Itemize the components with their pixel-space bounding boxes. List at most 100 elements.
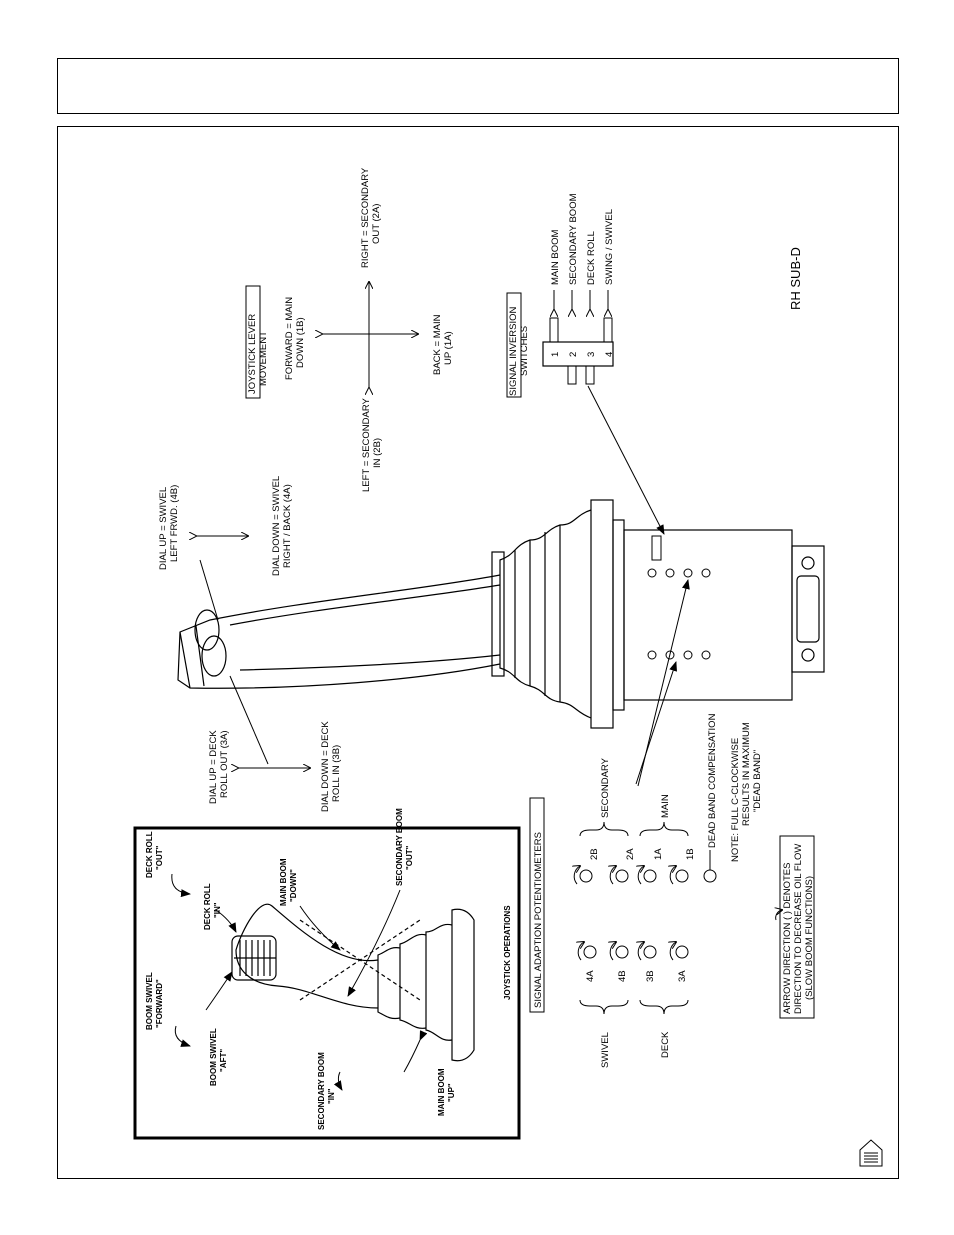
inset-frame bbox=[133, 826, 521, 1140]
svg-text:RESULTS IN MAXIMUM: RESULTS IN MAXIMUM bbox=[741, 722, 752, 826]
svg-text:OUT (2A): OUT (2A) bbox=[371, 204, 382, 244]
svg-text:JOYSTICK LEVER: JOYSTICK LEVER bbox=[247, 314, 258, 394]
right-pot-braces bbox=[579, 821, 689, 837]
svg-text:"FORWARD": "FORWARD" bbox=[155, 979, 164, 1028]
svg-text:DECK ROLL: DECK ROLL bbox=[145, 831, 154, 878]
inversion-title: SIGNAL INVERSION SWITCHES bbox=[508, 306, 530, 396]
arrow-note-box bbox=[779, 835, 815, 1019]
svg-text:DOWN (1B): DOWN (1B) bbox=[295, 317, 306, 368]
svg-text:ROLL OUT (3A): ROLL OUT (3A) bbox=[219, 730, 230, 798]
svg-text:"AFT": "AFT" bbox=[219, 1049, 228, 1072]
svg-text:BACK = MAIN: BACK = MAIN bbox=[432, 314, 443, 375]
svg-text:ROLL IN (3B): ROLL IN (3B) bbox=[331, 745, 342, 802]
svg-text:DECK ROLL: DECK ROLL bbox=[203, 883, 212, 930]
dial-swivel-up-label: DIAL UP = SWIVEL LEFT FRWD. (4B) bbox=[158, 485, 180, 570]
arrow-direction-icon bbox=[776, 910, 782, 921]
lever-title: JOYSTICK LEVER MOVEMENT bbox=[247, 314, 269, 394]
deck-label: DECK bbox=[660, 1031, 671, 1058]
svg-text:MAIN BOOM: MAIN BOOM bbox=[550, 229, 561, 285]
home-icon[interactable] bbox=[859, 1139, 883, 1167]
svg-text:ARROW DIRECTION ( ) DENOTE: ARROW DIRECTION ( ) DENOTES bbox=[782, 863, 793, 1014]
inversion-title-box bbox=[506, 292, 522, 398]
svg-text:BOOM SWIVEL: BOOM SWIVEL bbox=[145, 972, 154, 1030]
header-box bbox=[57, 58, 899, 114]
sub-d-label: RH SUB-D bbox=[788, 247, 803, 310]
svg-text:"DEAD BAND": "DEAD BAND" bbox=[752, 750, 763, 812]
diagram-frame bbox=[57, 126, 899, 1179]
svg-text:DIAL DOWN = SWIVEL: DIAL DOWN = SWIVEL bbox=[271, 476, 282, 576]
svg-text:3: 3 bbox=[586, 352, 597, 357]
svg-text:RIGHT = SECONDARY: RIGHT = SECONDARY bbox=[360, 167, 371, 268]
lever-movement-cross bbox=[322, 282, 418, 388]
potentiometers-title: SIGNAL ADAPTION POTENTIOMETERS bbox=[533, 832, 544, 1008]
base-pot-holes bbox=[647, 535, 711, 660]
svg-text:SECONDARY BOOM: SECONDARY BOOM bbox=[317, 1052, 326, 1130]
svg-text:LEFT = SECONDARY: LEFT = SECONDARY bbox=[361, 397, 372, 492]
pot-leader-lines bbox=[635, 579, 690, 787]
potentiometers-title-box bbox=[529, 797, 545, 1013]
inset-caption: JOYSTICK OPERATIONS bbox=[503, 905, 512, 1000]
dial-arrows bbox=[196, 536, 310, 768]
right-pot-group bbox=[574, 850, 717, 885]
inset-labels: DECK ROLL "OUT" DECK ROLL "IN" MAIN BOOM… bbox=[145, 808, 512, 1130]
svg-text:DIRECTION TO DECREASE OIL FLOW: DIRECTION TO DECREASE OIL FLOW bbox=[793, 844, 804, 1014]
svg-text:DIAL DOWN = DECK: DIAL DOWN = DECK bbox=[320, 721, 331, 812]
svg-text:1A: 1A bbox=[653, 848, 664, 860]
svg-text:2A: 2A bbox=[625, 848, 636, 860]
svg-text:MAIN BOOM: MAIN BOOM bbox=[279, 858, 288, 906]
arrow-note: ARROW DIRECTION ( ) DENOTES DIRECTION TO… bbox=[782, 844, 815, 1014]
main-label: MAIN bbox=[660, 794, 671, 818]
svg-text:LEFT FRWD. (4B): LEFT FRWD. (4B) bbox=[169, 485, 180, 562]
dial-deck-up-label: DIAL UP = DECK ROLL OUT (3A) bbox=[208, 730, 230, 804]
svg-text:1B: 1B bbox=[685, 848, 696, 860]
inversion-leader-line bbox=[587, 385, 665, 535]
swivel-label: SWIVEL bbox=[600, 1032, 611, 1068]
svg-text:"UP": "UP" bbox=[447, 1083, 456, 1102]
svg-text:FORWARD = MAIN: FORWARD = MAIN bbox=[284, 297, 295, 380]
svg-text:3A: 3A bbox=[677, 970, 688, 982]
svg-text:SECONDARY BOOM: SECONDARY BOOM bbox=[568, 193, 579, 285]
svg-text:IN (2B): IN (2B) bbox=[372, 438, 383, 468]
inversion-switch-numbers: 1 2 3 4 bbox=[550, 352, 615, 357]
joystick-body bbox=[177, 499, 825, 729]
svg-text:BOOM SWIVEL: BOOM SWIVEL bbox=[209, 1028, 218, 1086]
dead-band-label: DEAD BAND COMPENSATION bbox=[707, 713, 718, 848]
svg-text:SWITCHES: SWITCHES bbox=[519, 326, 530, 376]
svg-text:1: 1 bbox=[550, 352, 561, 357]
right-pot-labels: 2B 2A 1A 1B bbox=[589, 848, 696, 860]
inversion-switch-block bbox=[542, 317, 614, 385]
lever-back-label: BACK = MAIN UP (1A) bbox=[432, 314, 454, 375]
svg-text:DIAL UP = SWIVEL: DIAL UP = SWIVEL bbox=[158, 487, 169, 570]
lever-left-label: LEFT = SECONDARY IN (2B) bbox=[361, 397, 383, 492]
secondary-label: SECONDARY bbox=[600, 757, 611, 818]
svg-text:2: 2 bbox=[568, 352, 579, 357]
dial-swivel-down-label: DIAL DOWN = SWIVEL RIGHT / BACK (4A) bbox=[271, 476, 293, 576]
svg-text:(SLOW BOOM FUNCTIONS): (SLOW BOOM FUNCTIONS) bbox=[804, 876, 815, 1000]
svg-text:DECK ROLL: DECK ROLL bbox=[586, 231, 597, 285]
svg-text:SECONDARY BOOM: SECONDARY BOOM bbox=[395, 808, 404, 886]
svg-text:SIGNAL INVERSION: SIGNAL INVERSION bbox=[508, 306, 519, 396]
lever-title-box bbox=[245, 285, 261, 399]
left-pot-group bbox=[578, 942, 689, 961]
svg-text:4B: 4B bbox=[617, 970, 628, 982]
svg-text:"OUT": "OUT" bbox=[405, 845, 414, 870]
left-pot-braces bbox=[579, 999, 689, 1015]
left-pot-labels: 4A 4B 3B 3A bbox=[585, 970, 688, 982]
svg-text:DIAL UP = DECK: DIAL UP = DECK bbox=[208, 730, 219, 804]
svg-text:2B: 2B bbox=[589, 848, 600, 860]
lever-right-label: RIGHT = SECONDARY OUT (2A) bbox=[360, 167, 382, 268]
inversion-switch-arrows bbox=[554, 290, 608, 310]
svg-text:MOVEMENT: MOVEMENT bbox=[258, 331, 269, 386]
inset-arrows bbox=[171, 873, 428, 1091]
svg-text:UP (1A): UP (1A) bbox=[443, 331, 454, 365]
inversion-switch-labels: MAIN BOOM SECONDARY BOOM DECK ROLL SWING… bbox=[550, 193, 615, 285]
svg-text:MAIN BOOM: MAIN BOOM bbox=[437, 1068, 446, 1116]
svg-text:"IN": "IN" bbox=[327, 1088, 336, 1104]
svg-text:3B: 3B bbox=[645, 970, 656, 982]
svg-text:NOTE: FULL C-CLOCKWISE: NOTE: FULL C-CLOCKWISE bbox=[730, 738, 741, 862]
inset-joystick-drawing bbox=[231, 903, 475, 1062]
svg-text:RIGHT / BACK (4A): RIGHT / BACK (4A) bbox=[282, 484, 293, 568]
dial-deck-down-label: DIAL DOWN = DECK ROLL IN (3B) bbox=[320, 721, 342, 812]
svg-text:SWING / SWIVEL: SWING / SWIVEL bbox=[604, 209, 615, 285]
